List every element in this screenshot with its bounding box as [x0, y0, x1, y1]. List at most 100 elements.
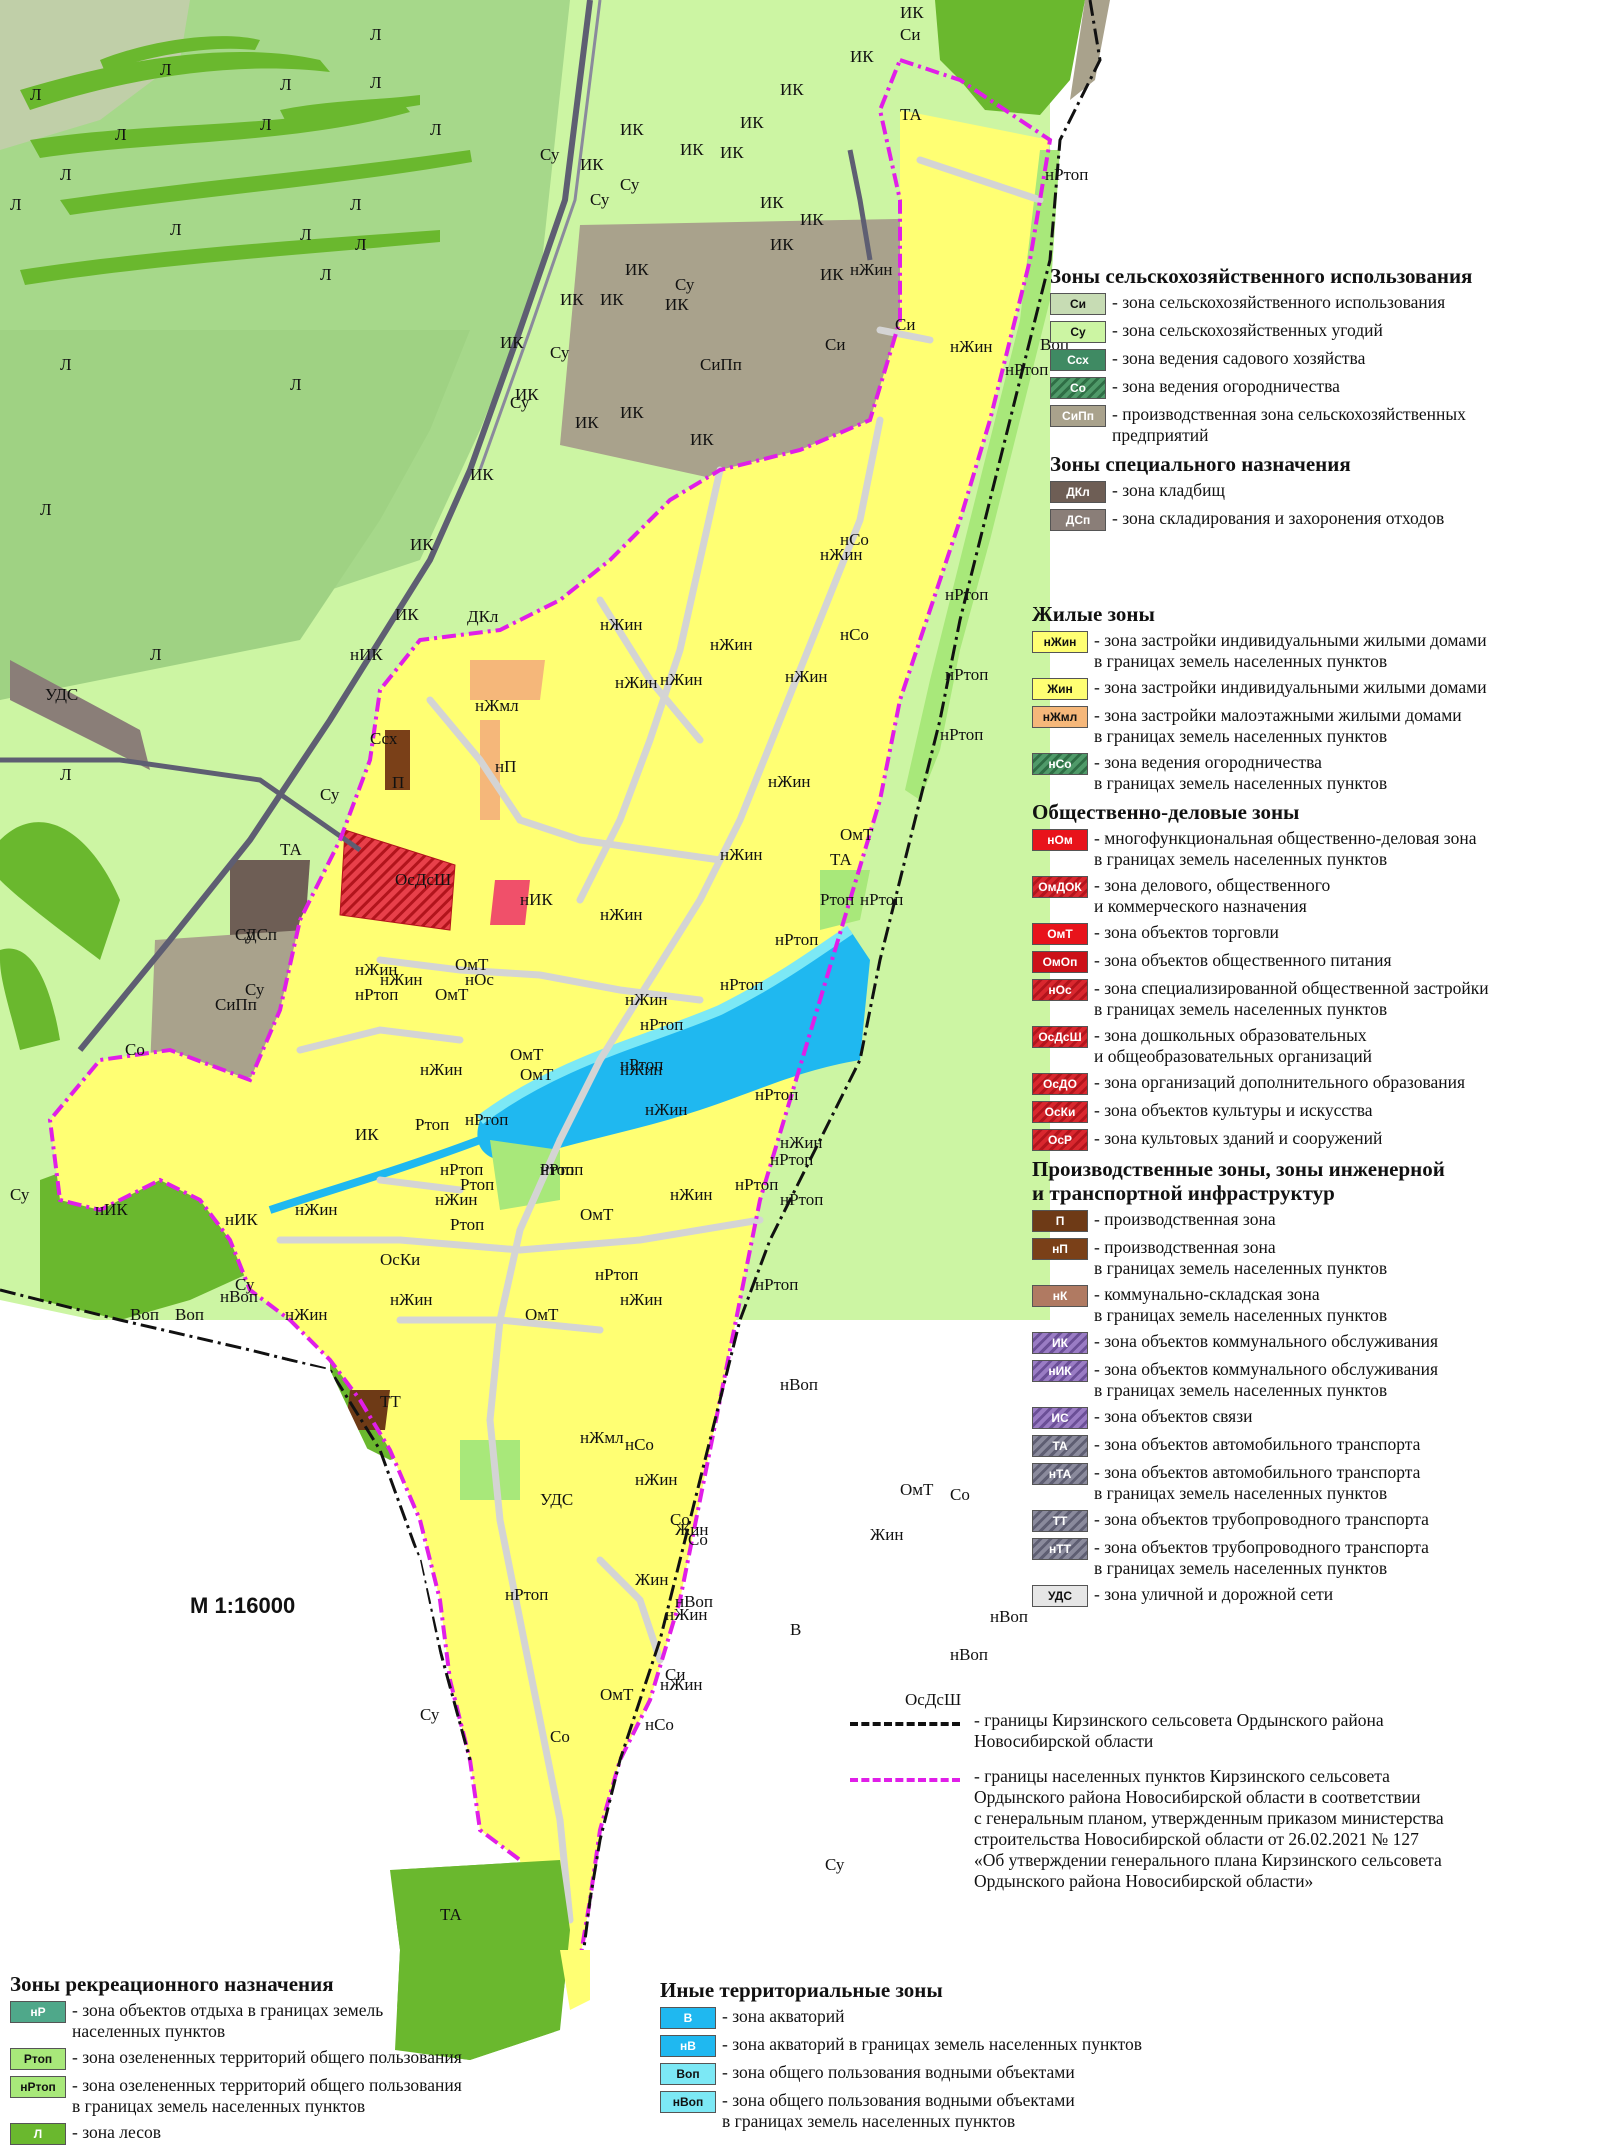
legend-boundary-text: - границы Кирзинского сельсовета Ордынск… [974, 1710, 1384, 1751]
legend-item-industrial: ТА- зона объектов автомобильного транспо… [1032, 1434, 1610, 1457]
zone-label: ИК [800, 210, 824, 229]
legend-item-agri: Со- зона ведения огородничества [1050, 376, 1610, 399]
zone-label: Ссх [370, 729, 398, 748]
legend-item-residential: нЖин- зона застройки индивидуальными жил… [1032, 630, 1610, 672]
legend-swatch: нОс [1032, 979, 1088, 1001]
zone-label: Л [170, 220, 182, 239]
zone-label: ТА [830, 850, 853, 869]
zone-label: ОсКи [380, 1250, 420, 1269]
park-east [820, 870, 870, 930]
legend-swatch: нВ [660, 2035, 716, 2057]
zone-label: ОмТ [580, 1205, 614, 1224]
legend-item-text: - зона объектов коммунального обслуживан… [1094, 1331, 1439, 1351]
legend-item-recreation: нР- зона объектов отдыха в границах земе… [10, 2000, 610, 2042]
zone-label: нЖин [285, 1305, 328, 1324]
legend-item-business: ОсДсШ- зона дошкольных образовательных и… [1032, 1025, 1610, 1067]
legend-swatch: нТТ [1032, 1538, 1088, 1560]
zone-label: Л [290, 375, 302, 394]
zone-label: нЖин [670, 1185, 713, 1204]
zone-label: ОсДсШ [905, 1690, 961, 1709]
zone-label: ОмТ [520, 1065, 554, 1084]
zone-label: нРтоп [440, 1160, 483, 1179]
zone-label: ИК [720, 143, 744, 162]
zone-label: нЖин [600, 905, 643, 924]
legend-item-text: - зона озелененных территорий общего пол… [72, 2075, 462, 2116]
zone-label: нЖин [785, 667, 828, 686]
legend-other: Иные территориальные зоны В- зона аквато… [660, 1972, 1610, 2137]
legend-item-business: ОсДО- зона организаций дополнительного о… [1032, 1072, 1610, 1095]
zone-label: Л [370, 25, 382, 44]
zone-label: нРтоп [1005, 360, 1048, 379]
zone-label: нЖин [660, 1675, 703, 1694]
sipp-zone-small [150, 930, 300, 1080]
zone-label: нЖин [710, 635, 753, 654]
zone-label: П [392, 773, 404, 792]
legend-boundary-item: - границы населенных пунктов Кирзинского… [850, 1766, 1610, 1892]
legend-recreation-title: Зоны рекреационного назначения [10, 1972, 334, 1996]
zone-label: нРтоп [860, 890, 903, 909]
legend-special-title: Зоны специального назначения [1050, 452, 1351, 476]
legend-item-industrial: нК- коммунально-складская зона в граница… [1032, 1284, 1610, 1326]
zone-label: Жин [675, 1520, 708, 1539]
legend-item-text: - зона ведения огородничества в границах… [1094, 752, 1388, 793]
zone-label: ОмТ [840, 825, 874, 844]
zone-label: нРтоп [945, 665, 988, 684]
zone-label: Ртоп [820, 890, 854, 909]
zone-label: ОмТ [900, 1480, 934, 1499]
legend-swatch: ОсДО [1032, 1073, 1088, 1095]
legend-item-residential: нЖмл- зона застройки малоэтажными жилыми… [1032, 705, 1610, 747]
zone-label: Л [60, 355, 72, 374]
zone-label: нВоп [220, 1287, 258, 1306]
legend-swatch: Си [1050, 293, 1106, 315]
zone-label: ИК [665, 295, 689, 314]
legend-swatch: ТА [1032, 1435, 1088, 1457]
zone-label: нРтоп [735, 1175, 778, 1194]
zone-label: нРтоп [755, 1275, 798, 1294]
legend-item-text: - зона акваторий в границах земель насел… [722, 2034, 1143, 2054]
zone-label: нВоп [675, 1592, 713, 1611]
zone-label: Ртоп [540, 1160, 574, 1179]
legend-item-text: - зона объектов отдыха в границах земель… [72, 2000, 384, 2041]
zone-label: Л [150, 645, 162, 664]
zone-label: ИК [470, 465, 494, 484]
zone-label: Л [60, 765, 72, 784]
zone-label: нЖин [615, 673, 658, 692]
zone-label: нРтоп [355, 985, 398, 1004]
legend-item-recreation: нРтоп- зона озелененных территорий общег… [10, 2075, 610, 2117]
agri-zone-su-north [590, 0, 860, 180]
zone-label: нЖин [620, 1290, 663, 1309]
municipal-boundary-south [0, 1288, 472, 1761]
zone-label: Су [550, 343, 570, 362]
zone-label: Л [30, 85, 42, 104]
zone-label: ИК [600, 290, 624, 309]
legend-swatch: Ртоп [10, 2048, 66, 2070]
legend-item-agri: Ссх- зона ведения садового хозяйства [1050, 348, 1610, 371]
zone-label: ИК [580, 155, 604, 174]
zone-label: нРтоп [720, 975, 763, 994]
legend-item-text: - зона объектов автомобильного транспорт… [1094, 1462, 1421, 1503]
legend-item-text: - зона специализированной общественной з… [1094, 978, 1489, 1019]
zone-label: Со [688, 1530, 708, 1549]
zone-label: ИК [620, 403, 644, 422]
railway-parallel [478, 0, 602, 471]
zone-label: Су [510, 393, 530, 412]
zone-label: нЖин [645, 1100, 688, 1119]
park-center [490, 1140, 560, 1210]
forest-strips [0, 36, 472, 1050]
industrial-np-zone [385, 730, 410, 790]
zone-label: ИК [900, 3, 924, 22]
zone-label: нЖмл [475, 696, 519, 715]
legend-item-text: - зона объектов трубопроводного транспор… [1094, 1537, 1429, 1578]
boundary-line-swatch [850, 1722, 960, 1726]
zone-label: Л [40, 500, 52, 519]
zone-label: Воп [175, 1305, 204, 1324]
legend-item-industrial: ИК- зона объектов коммунального обслужив… [1032, 1331, 1610, 1354]
legend-swatch: нТА [1032, 1463, 1088, 1485]
zone-label: Су [590, 190, 610, 209]
zone-label: ТТ [380, 1392, 401, 1411]
zone-label: ИК [820, 265, 844, 284]
legend-item-text: - коммунально-складская зона в границах … [1094, 1284, 1388, 1325]
